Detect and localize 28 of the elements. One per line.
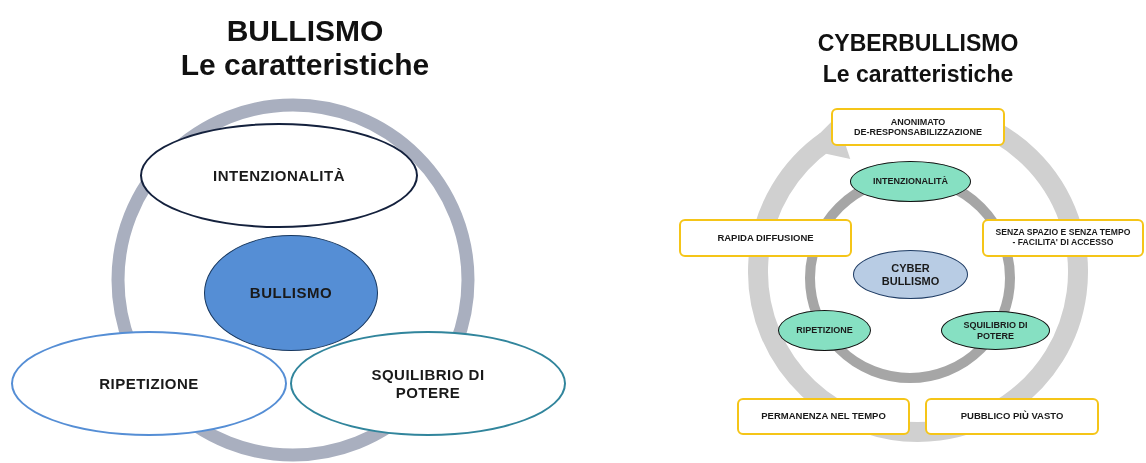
text-box bbox=[982, 219, 1144, 257]
heading: Le caratteristiche bbox=[180, 50, 430, 80]
node-label: PUBBLICO PIÙ VASTO bbox=[960, 411, 1064, 422]
node-label: SENZA SPAZIO E SENZA TEMPO bbox=[995, 228, 1131, 238]
node-label: RIPETIZIONE bbox=[99, 374, 199, 393]
node-label: - FACILITA' DI ACCESSO bbox=[1012, 238, 1114, 248]
text-box bbox=[925, 398, 1099, 435]
ellipse-node bbox=[853, 250, 968, 299]
heading: BULLISMO bbox=[226, 16, 384, 46]
ellipse-node bbox=[941, 311, 1050, 350]
ellipse-node bbox=[778, 310, 871, 351]
node-label: RIPETIZIONE bbox=[796, 325, 853, 336]
heading: CYBERBULLISMO bbox=[817, 32, 1019, 55]
node-label: RAPIDA DIFFUSIONE bbox=[717, 232, 814, 244]
heading: Le caratteristiche bbox=[822, 63, 1014, 86]
node-label: CYBER BULLISMO bbox=[880, 261, 941, 288]
node-label: ANONIMATO bbox=[890, 116, 946, 127]
node-label: BULLISMO bbox=[249, 284, 333, 302]
node-label: SQUILIBRIO DI POTERE bbox=[370, 366, 486, 401]
text-box bbox=[679, 219, 852, 257]
ellipse-node bbox=[850, 161, 971, 202]
node-label: INTENZIONALITÀ bbox=[873, 176, 948, 187]
node-label: INTENZIONALITÀ bbox=[213, 166, 345, 185]
node-label: PERMANENZA NEL TEMPO bbox=[761, 411, 886, 422]
text-box bbox=[831, 108, 1005, 146]
node-label: DE-RESPONSABILIZZAZIONE bbox=[854, 127, 982, 138]
text-box bbox=[737, 398, 910, 435]
node-label: SQUILIBRIO DI POTERE bbox=[962, 320, 1029, 341]
